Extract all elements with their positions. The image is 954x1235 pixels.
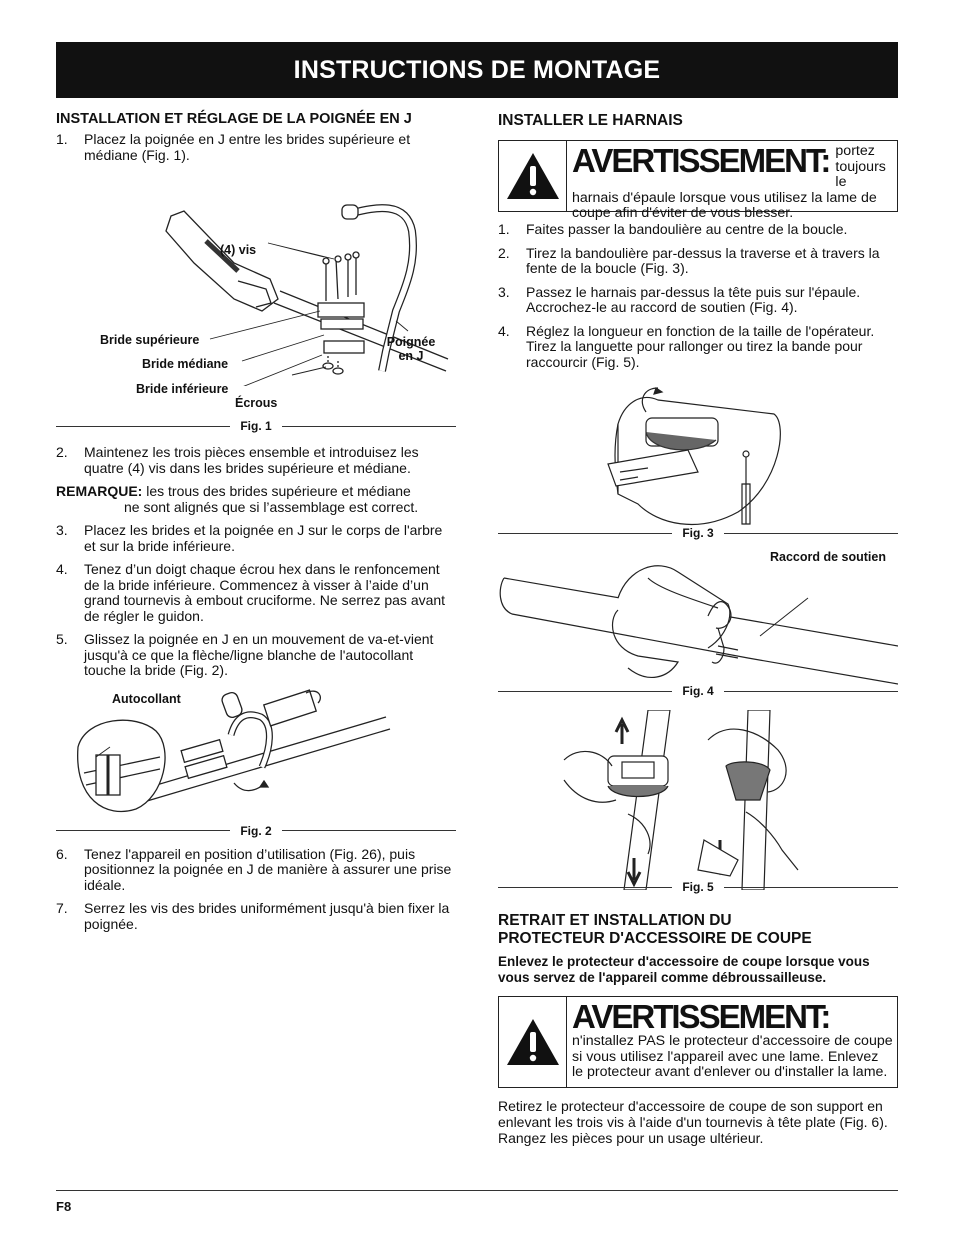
label-bride-mediane: Bride médiane [142,357,229,371]
step-item: 7.Serrez les vis des brides uniformément… [56,900,450,932]
label-bride-superieure: Bride supérieure [100,333,200,347]
warning-title: AVERTISSEMENT: [572,142,831,179]
step-item: 4.Tenez d’un doigt chaque écrou hex dans… [56,561,446,624]
footer-divider [56,1190,898,1191]
page-number: F8 [56,1199,72,1214]
step-item: 1.Placez la poignée en J entre les bride… [56,131,411,163]
step-item: 6.Tenez l'appareil en position d’utilisa… [56,845,452,893]
bold-instruction: Enlevez le protecteur d'accessoire de co… [498,954,870,985]
final-paragraph: Retirez le protecteur d'accessoire de co… [498,1098,888,1146]
figure-1-caption: Fig. 1 [56,419,456,433]
step-item: 3.Placez les brides et la poignée en J s… [56,522,443,554]
section-heading-j-handle: INSTALLATION ET RÉGLAGE DE LA POIGNÉE EN… [56,111,412,127]
figure-2-illustration [77,688,391,812]
figure-4-illustration [499,565,898,685]
label-poignee-en-j: Poignée en J [386,335,436,363]
warning-triangle-icon [499,997,567,1087]
figure-4-caption: Fig. 4 [498,684,898,698]
warning-title: AVERTISSEMENT: [572,998,831,1035]
page-banner: INSTRUCTIONS DE MONTAGE [56,42,898,98]
figure-1-illustration [165,204,449,388]
warning-text: portez toujours le harnais d'épaule lors… [572,143,886,221]
warning-triangle-icon [499,141,567,211]
left-column: INSTALLATION ET RÉGLAGE DE LA POIGNÉE EN… [56,110,456,940]
warning-text: n'installez PAS le protecteur d'accessoi… [572,1033,893,1080]
step-item: 2.Maintenez les trois pièces ensemble et… [56,444,419,476]
figure-5: Fig. 5 [498,702,898,902]
step-item: 1.Faites passer la bandoulière au centre… [498,221,848,237]
figure-1: (4) vis Bride supérieure Bride médiane B… [56,171,456,433]
right-column: INSTALLER LE HARNAIS AVERTISSEMENT: port… [498,110,898,1146]
warning-box-protecteur: AVERTISSEMENT: n'installez PAS le protec… [498,996,898,1088]
figure-3-illustration [607,387,781,525]
step-item: 2.Tirez la bandoulière par-dessus la tra… [498,244,880,276]
banner-title: INSTRUCTIONS DE MONTAGE [293,55,661,84]
section-heading-protecteur: RETRAIT ET INSTALLATION DU PROTECTEUR D'… [498,912,812,947]
figure-2: Autocollant Fig. 2 [56,687,456,847]
figure-3: Fig. 3 [498,378,898,548]
label-ecrous: Écrous [235,396,278,410]
step-item: 4.Réglez la longueur en fonction de la t… [498,322,875,370]
figure-4: Raccord de soutien Fig. 4 [498,542,898,706]
label-bride-inferieure: Bride inférieure [136,382,229,396]
figure-5-illustration [563,710,799,890]
section-heading-harnais: INSTALLER LE HARNAIS [498,112,683,129]
label-raccord-de-soutien: Raccord de soutien [770,550,886,564]
label-vis: (4) vis [220,243,257,257]
warning-box-harnais: AVERTISSEMENT: portez toujours le harnai… [498,140,898,221]
figure-3-caption: Fig. 3 [498,526,898,540]
figure-2-caption: Fig. 2 [56,824,456,838]
label-autocollant: Autocollant [112,691,181,706]
figure-5-caption: Fig. 5 [498,880,898,894]
step-item: 5.Glissez la poignée en J en un mouvemen… [56,631,434,678]
step-item: 3.Passez le harnais par-dessus la tête p… [498,283,861,315]
remarque-note: REMARQUE: les trous des brides supérieur… [56,483,419,515]
